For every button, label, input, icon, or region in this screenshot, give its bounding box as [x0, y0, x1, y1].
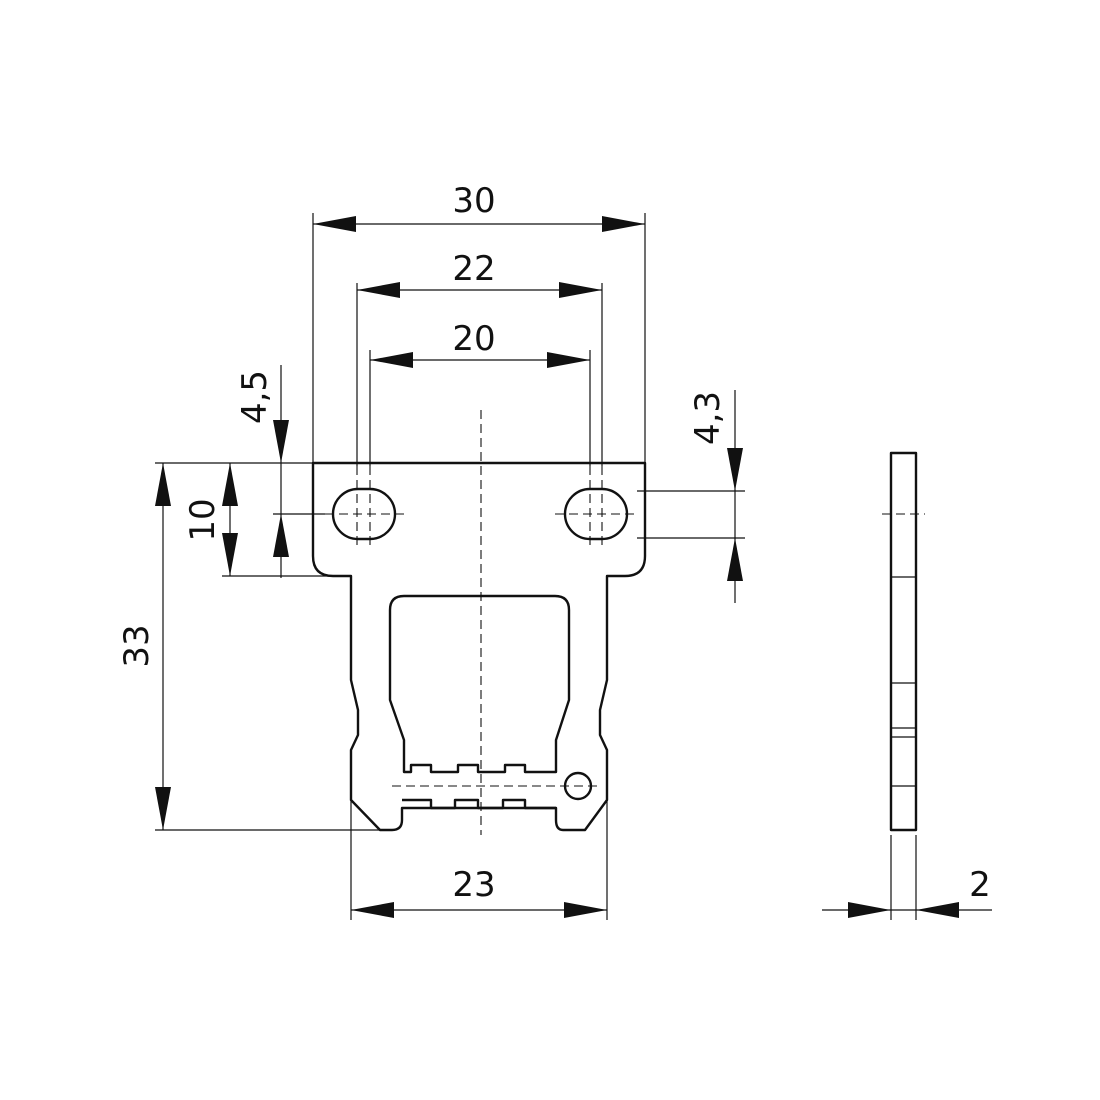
- dim-label-10: 10: [183, 498, 223, 541]
- dim-label-2: 2: [969, 865, 991, 905]
- dimension-33: [155, 463, 171, 830]
- part-outline: [311, 461, 647, 832]
- dimension-4-5: [273, 365, 289, 578]
- dim-label-23: 23: [452, 865, 495, 905]
- dim-label-4-5: 4,5: [235, 370, 275, 424]
- dim-label-20: 20: [452, 319, 495, 359]
- inner-cutout: [388, 594, 571, 774]
- dimension-20: [370, 352, 590, 368]
- side-outline: [889, 451, 918, 832]
- dimension-2: [822, 902, 992, 918]
- extension-lines: [155, 213, 917, 920]
- dimension-22: [357, 282, 602, 298]
- front-view: [311, 410, 647, 835]
- dim-label-30: 30: [452, 181, 495, 221]
- dimension-10: [222, 463, 238, 576]
- side-view: [882, 451, 925, 832]
- dimension-30: [313, 216, 645, 232]
- dimension-23: [351, 902, 607, 918]
- dim-label-33: 33: [117, 624, 157, 667]
- comb-lower: [402, 798, 556, 810]
- dim-label-4-3: 4,3: [688, 391, 728, 445]
- dim-label-22: 22: [452, 249, 495, 289]
- dimension-4-3: [727, 390, 743, 603]
